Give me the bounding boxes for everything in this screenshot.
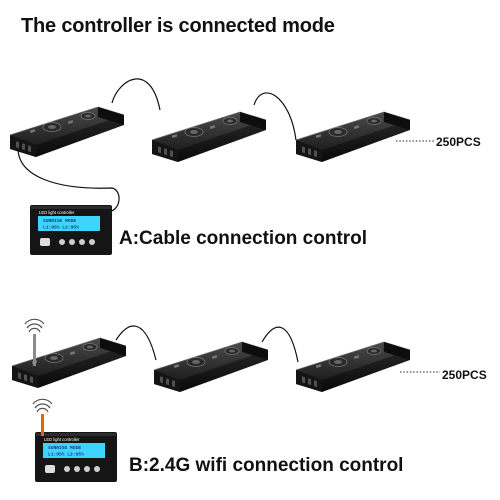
controller-b-label: LED light controller [44,437,80,442]
fixture-count-label-b: 250PCS [442,368,487,382]
controller-b-button-4[interactable] [94,466,100,472]
controller-a-power-button[interactable] [40,238,50,246]
controller-a-button-4[interactable] [89,239,95,245]
cable-a-controller [17,147,120,213]
controller-a: LED light controller SUNRISE MODE L1:95%… [30,205,112,255]
controller-a-button-1[interactable] [59,239,65,245]
caption-cable-connection: A:Cable connection control [119,228,368,249]
caption-wifi-connection: B:2.4G wifi connection control [129,455,404,476]
controller-a-screen-line2: L1:95% L2:95% [43,225,79,231]
controller-b-button-1[interactable] [64,466,70,472]
controller-a-screen [38,216,100,231]
cable-a-1-2 [111,78,161,111]
controller-b-screen-line1: SUNRISE MODE [48,445,81,451]
controller-b-screen-line2: L1:95% L2:95% [48,452,84,458]
led-fixture-a-3 [295,111,411,163]
fixture-count-label-a: 250PCS [436,135,481,149]
controller-b-button-3[interactable] [84,466,90,472]
section-a-fixtures [9,78,434,213]
wifi-antenna-controller-icon [32,398,53,436]
controller-a-button-2[interactable] [69,239,75,245]
section-b-fixtures [11,318,440,393]
diagram-title: The controller is connected mode [21,15,335,37]
cable-a-2-3 [253,92,297,141]
led-fixture-a-1 [9,106,125,158]
controller-b-button-2[interactable] [74,466,80,472]
controller-a-button-3[interactable] [79,239,85,245]
led-fixture-b-3 [295,341,411,393]
controller-a-screen-line1: SUNRISE MODE [43,218,76,224]
cable-b-2-3 [261,326,299,363]
wifi-antenna-fixture-icon [24,318,45,366]
controller-b: LED light controller SUNRISE MODE L1:95%… [35,432,117,482]
led-fixture-b-1 [11,337,127,389]
controller-b-power-button[interactable] [45,465,55,473]
controller-b-screen [43,443,105,458]
led-fixture-a-2 [151,111,267,163]
cable-b-1-2 [115,325,157,361]
controller-a-label: LED light controller [39,210,75,215]
led-fixture-b-2 [153,341,269,393]
